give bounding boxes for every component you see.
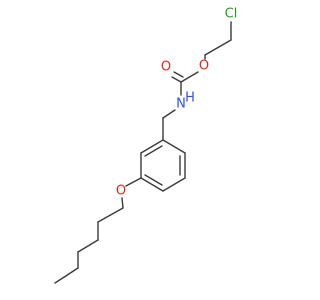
bond-carbonyl-c-o-a xyxy=(171,76,182,83)
atom-carbonyl-oxygen: O xyxy=(161,60,171,75)
molecule-structure-diagram: Cl O O H N O xyxy=(54,7,238,284)
atom-amide-hydrogen: H xyxy=(185,91,195,106)
ring-bond-6-inner xyxy=(144,145,163,157)
bond-o-ester-carbonyl-c xyxy=(180,71,199,83)
ring-bond-1 xyxy=(162,139,186,154)
ring-bond-4 xyxy=(140,177,164,192)
bond-o-ether-c1 xyxy=(121,197,124,209)
ring-bond-6 xyxy=(140,139,164,154)
bond-n-ch2 xyxy=(162,109,176,119)
bond-ring-o-ether xyxy=(125,177,142,187)
atom-ether-oxygen: O xyxy=(116,184,126,199)
hexyl-bond-5 xyxy=(54,267,79,284)
hexyl-bond-3 xyxy=(77,239,99,253)
bond-c1-c2 xyxy=(204,39,232,56)
ring-bond-3 xyxy=(162,177,186,192)
atom-chlorine: Cl xyxy=(225,7,238,22)
ring-bond-4-inner xyxy=(144,174,163,186)
atom-ester-oxygen: O xyxy=(199,59,209,74)
hexyl-bond-1 xyxy=(97,207,124,223)
atom-amide-nitrogen: N xyxy=(176,97,186,112)
bond-carbonyl-c-o-b xyxy=(173,71,184,78)
